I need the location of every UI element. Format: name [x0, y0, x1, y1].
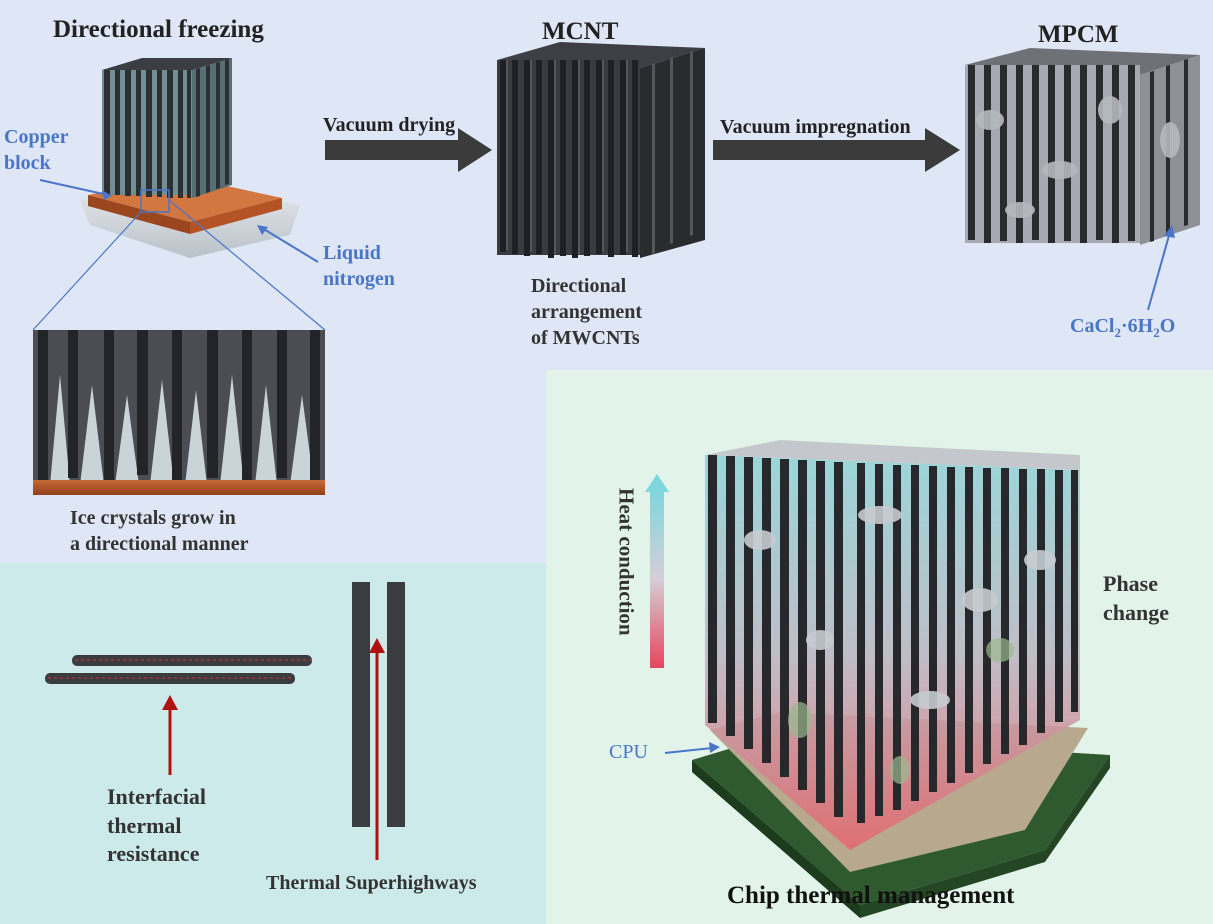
copper-base-inset	[33, 480, 325, 495]
mpcm-title: MPCM	[1038, 21, 1119, 48]
mpcm-cube	[965, 48, 1200, 311]
ice-crystals-caption: Ice crystals grow in a directional manne…	[70, 507, 249, 555]
mcnt-title: MCNT	[542, 18, 619, 45]
phase-change-label: Phase change	[1103, 571, 1169, 625]
heat-arrow-icon	[645, 474, 669, 668]
interfacial-tubes	[45, 655, 312, 775]
directional-freezing-title: Directional freezing	[53, 16, 264, 43]
liquid-nitrogen-label: Liquid nitrogen	[323, 242, 395, 290]
chip-thermal-title: Chip thermal management	[727, 882, 1015, 909]
ice-crystal-inset	[33, 330, 325, 495]
chip-assembly	[664, 440, 1110, 918]
zoom-box	[140, 189, 170, 213]
heat-conduction-label: Heat conduction	[614, 488, 639, 636]
mcnt-cube	[497, 42, 705, 258]
interfacial-resistance-label: Interfacial thermal resistance	[107, 784, 206, 867]
cacl2-label: CaCl2·6H2O	[1070, 315, 1176, 340]
process-arrow-1	[325, 128, 492, 172]
freezing-assembly	[32, 58, 326, 331]
process-arrow-2	[713, 128, 960, 172]
thermal-superhighways-label: Thermal Superhighways	[266, 872, 477, 894]
bottom-left-panel	[0, 563, 546, 924]
copper-block-label: Copper block	[4, 126, 69, 174]
vacuum-impregnation-label: Vacuum impregnation	[720, 116, 911, 138]
superhighway-tubes	[352, 582, 405, 860]
cpu-label: CPU	[609, 741, 648, 763]
directional-arrangement-label: Directional arrangement of MWCNTs	[531, 275, 643, 349]
vacuum-drying-label: Vacuum drying	[323, 114, 456, 136]
